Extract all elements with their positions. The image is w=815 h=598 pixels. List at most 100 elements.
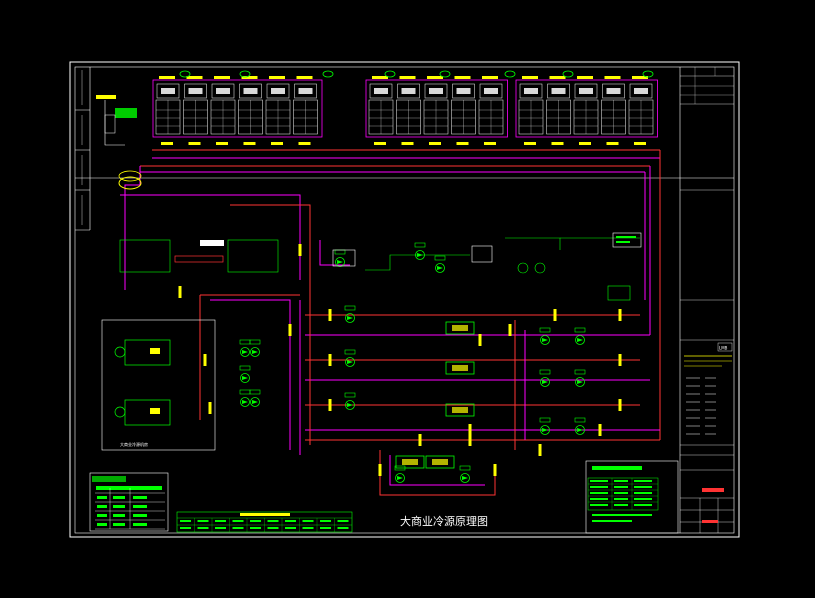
- valve-mark: [468, 434, 472, 446]
- pump-symbol: [539, 417, 551, 435]
- plate-heat-exchanger-racks: [119, 239, 279, 273]
- chiller-unit: [445, 403, 475, 417]
- legend-cell: [250, 527, 261, 529]
- tower-tag: [562, 70, 574, 78]
- heat-exchanger-room-box: [101, 319, 216, 451]
- valve-mark: [208, 402, 212, 414]
- legend-cell: [250, 520, 261, 522]
- valve-mark: [328, 399, 332, 411]
- cooling-tower: [451, 76, 476, 145]
- cooling-tower: [293, 76, 318, 145]
- legend-cell: [302, 520, 314, 522]
- tower-group-frame: [515, 79, 658, 138]
- chiller-unit: [445, 321, 475, 335]
- valve-mark: [328, 309, 332, 321]
- cooling-tower: [628, 76, 654, 145]
- legend-cell: [320, 520, 331, 522]
- legend-cell: [337, 527, 349, 529]
- chiller-unit: [395, 455, 425, 469]
- legend-cell: [320, 527, 331, 529]
- valve-mark: [203, 354, 207, 366]
- valve-mark: [618, 354, 622, 366]
- pump-symbol: [574, 417, 586, 435]
- symbol-legend-strip: [176, 511, 353, 533]
- valve-mark: [478, 334, 482, 346]
- legend-cell: [197, 520, 209, 522]
- legend-cell: [232, 527, 244, 529]
- legend-cell: [215, 520, 226, 522]
- legend-cell: [232, 520, 244, 522]
- chiller-unit: [425, 455, 455, 469]
- tower-tag: [384, 70, 396, 78]
- tower-tag: [239, 70, 251, 78]
- cooling-tower: [478, 76, 504, 145]
- valve-mark: [538, 444, 542, 456]
- drawing-title: 大商业冷源原理图: [400, 514, 488, 528]
- notes-table: [585, 460, 679, 534]
- pump-symbol: [344, 392, 356, 410]
- cooling-tower: [368, 76, 394, 145]
- valve-mark: [508, 324, 512, 336]
- cooling-tower: [238, 76, 263, 145]
- tower-tag: [179, 70, 191, 78]
- tower-tag: [504, 70, 516, 78]
- pump-symbol: [239, 365, 251, 383]
- pump-symbol: [459, 465, 471, 483]
- company-logo: LMB: [719, 346, 728, 351]
- pump-symbol: [539, 327, 551, 345]
- legend-cell: [337, 520, 349, 522]
- cooling-tower: [183, 76, 208, 145]
- valve-mark: [553, 309, 557, 321]
- tower-tag: [322, 70, 334, 78]
- cooling-tower: [265, 76, 291, 145]
- pump-symbol: [574, 327, 586, 345]
- pump-symbol: [239, 389, 251, 407]
- tower-group-frame: [365, 79, 508, 138]
- valve-mark: [328, 354, 332, 366]
- pump-symbol: [394, 465, 406, 483]
- legend-cell: [215, 527, 226, 529]
- tower-tag: [642, 70, 654, 78]
- sheet-frame: [69, 61, 740, 538]
- valve-mark: [468, 424, 472, 436]
- legend-cell: [267, 527, 279, 529]
- pump-symbol: [344, 349, 356, 367]
- expansion-tank-area: [96, 95, 142, 190]
- legend-cell: [285, 520, 296, 522]
- valve-mark: [618, 309, 622, 321]
- pump-symbol: [334, 249, 346, 267]
- valve-mark: [618, 399, 622, 411]
- left-binding-strip: [75, 67, 91, 231]
- cooling-tower: [573, 76, 599, 145]
- cooling-tower: [396, 76, 421, 145]
- heat-exchanger-units: [114, 339, 171, 426]
- cooling-tower: [210, 76, 236, 145]
- valve-mark: [493, 464, 497, 476]
- pump-symbol: [574, 369, 586, 387]
- valve-mark: [378, 464, 382, 476]
- pump-symbol: [239, 339, 251, 357]
- valve-mark: [418, 434, 422, 446]
- right-equipment-boxes: [332, 232, 642, 301]
- valve-mark: [298, 244, 302, 256]
- cooling-tower-bank: [152, 70, 658, 145]
- legend-cell: [267, 520, 279, 522]
- valve-mark: [598, 424, 602, 436]
- tower-group-frame: [152, 79, 323, 138]
- valve-mark: [288, 324, 292, 336]
- valve-mark: [178, 286, 182, 298]
- pump-symbol: [539, 369, 551, 387]
- cooling-tower: [601, 76, 626, 145]
- pump-symbol: [344, 305, 356, 323]
- cooling-tower: [546, 76, 571, 145]
- piping-network: [120, 149, 661, 496]
- tower-tag: [439, 70, 451, 78]
- pump-symbol: [249, 339, 261, 357]
- pump-symbol: [249, 389, 261, 407]
- legend-cell: [180, 520, 191, 522]
- pump-symbol: [434, 255, 446, 273]
- title-block: LMB: [679, 67, 734, 533]
- chiller-units: [395, 321, 475, 469]
- cooling-tower: [423, 76, 449, 145]
